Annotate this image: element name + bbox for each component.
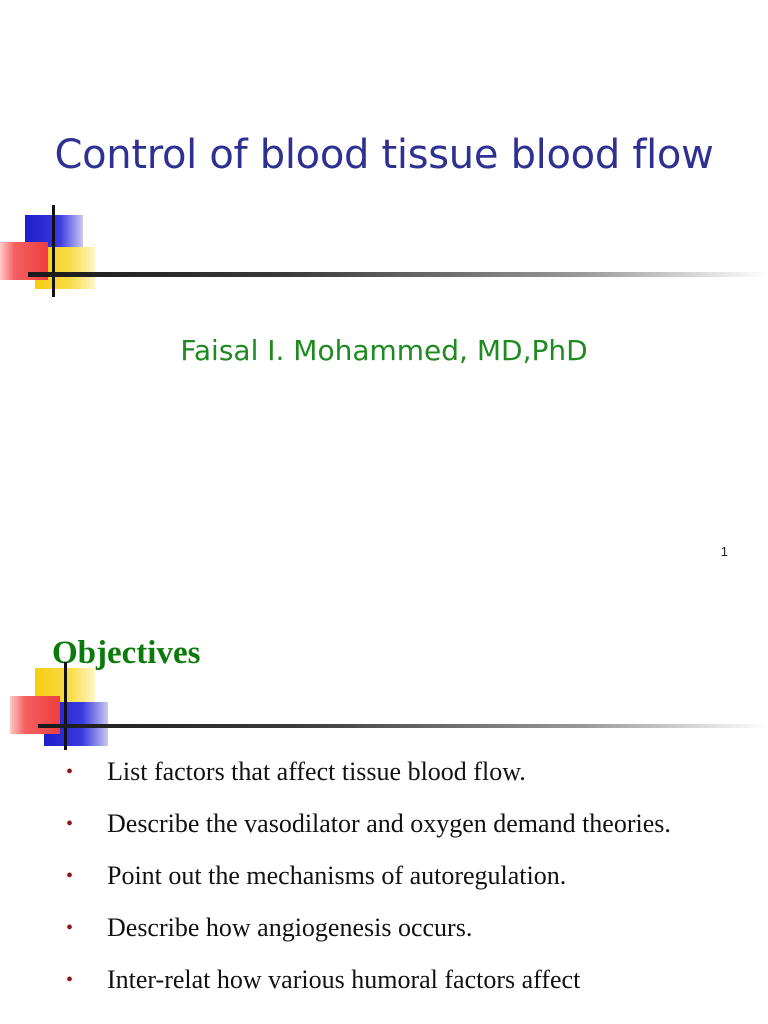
objectives-list: •List factors that affect tissue blood f… xyxy=(66,755,716,1015)
bullet-icon: • xyxy=(66,917,74,939)
list-item: •Describe how angiogenesis occurs. xyxy=(66,911,716,945)
list-item: •List factors that affect tissue blood f… xyxy=(66,755,716,789)
bullet-icon: • xyxy=(66,865,74,887)
bullet-icon: • xyxy=(66,813,74,835)
slide-number: 1 xyxy=(720,544,728,559)
list-item: •Point out the mechanisms of autoregulat… xyxy=(66,859,716,893)
objectives-heading: Objectives xyxy=(52,635,201,671)
author-name: Faisal I. Mohammed, MD,PhD xyxy=(180,334,588,367)
slide-title: Control of blood tissue blood flow Faisa… xyxy=(0,132,768,559)
list-item: •Inter-relat how various humoral factors… xyxy=(66,963,716,997)
horizontal-rule xyxy=(28,272,768,277)
red-square xyxy=(10,696,60,734)
bullet-icon: • xyxy=(66,969,74,991)
bullet-icon: • xyxy=(66,761,74,783)
vertical-line xyxy=(52,205,55,297)
horizontal-rule xyxy=(38,724,768,728)
decorative-squares xyxy=(0,205,130,315)
slide-objectives: Objectives •List factors that affect tis… xyxy=(0,590,768,1024)
vertical-line xyxy=(64,662,67,750)
list-item: •Describe the vasodilator and oxygen dem… xyxy=(66,807,716,841)
slide-title-text: Control of blood tissue blood flow xyxy=(54,132,714,178)
